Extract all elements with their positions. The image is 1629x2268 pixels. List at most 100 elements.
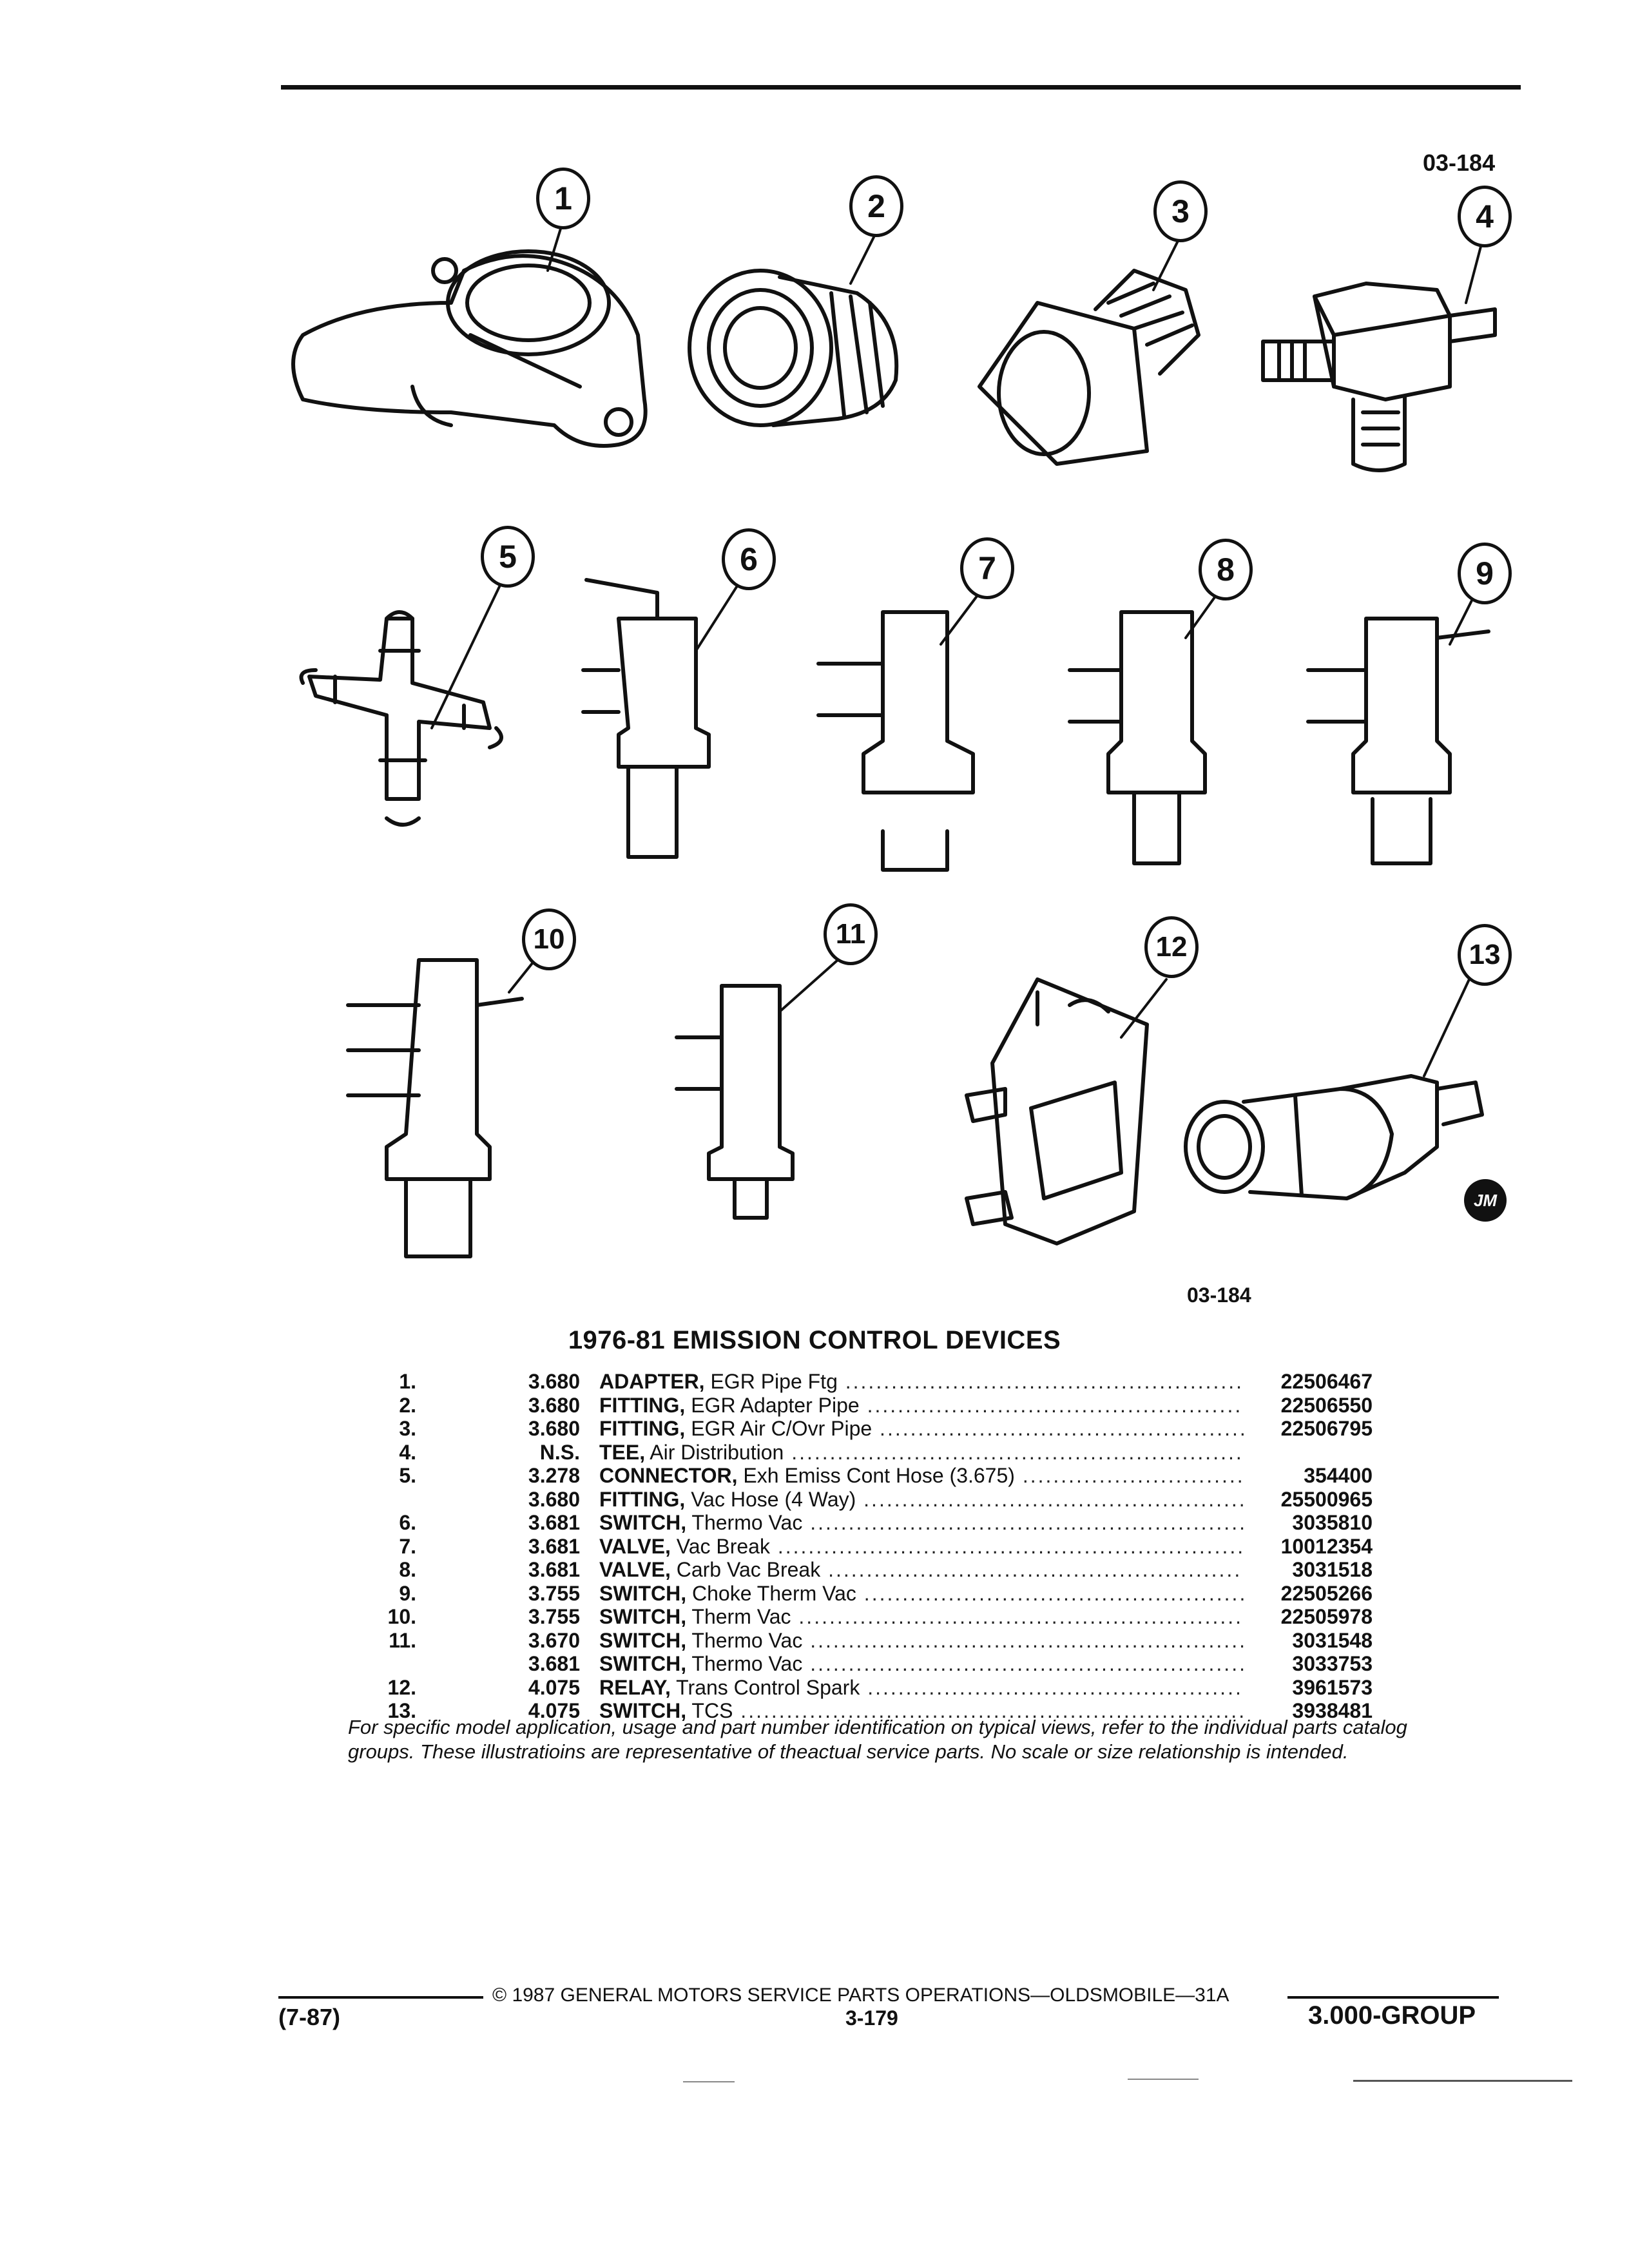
row-description: SWITCH, Thermo Vac .....................…: [599, 1652, 1244, 1675]
row-part-name: FITTING,: [599, 1487, 686, 1511]
bottom-mark-2: [1128, 2079, 1199, 2080]
row-number: 8.: [399, 1558, 416, 1581]
row-number: 2.: [399, 1393, 416, 1417]
row-number: 11.: [389, 1628, 416, 1652]
leader-dots: ........................................…: [791, 1440, 1244, 1464]
figure-code-bottom: 03-184: [1187, 1283, 1251, 1307]
row-part-number: 22506795: [1280, 1417, 1373, 1440]
usage-note: For specific model application, usage an…: [348, 1716, 1407, 1763]
part-12-relay-drawing: [965, 977, 1149, 1245]
row-part-desc: Vac Break: [676, 1534, 770, 1558]
row-part-number: 22505978: [1280, 1605, 1373, 1628]
row-group-number: 3.681: [528, 1558, 580, 1581]
leader-dots: ........................................…: [863, 1487, 1244, 1511]
row-part-name: FITTING,: [599, 1417, 686, 1440]
footer-group: 3.000-GROUP: [1308, 2001, 1476, 2030]
row-number: 6.: [399, 1511, 416, 1534]
callout-9: 9: [1458, 543, 1512, 604]
leader-dots: ........................................…: [1022, 1464, 1244, 1487]
callout-12: 12: [1144, 916, 1199, 978]
row-group-number: 3.680: [528, 1417, 580, 1440]
row-group-number: 3.680: [528, 1393, 580, 1417]
row-description: SWITCH, TCS ............................…: [599, 1699, 1244, 1722]
row-number: 12.: [387, 1675, 416, 1699]
row-part-name: SWITCH,: [599, 1581, 687, 1605]
row-part-name: CONNECTOR,: [599, 1464, 738, 1487]
callout-3: 3: [1153, 180, 1208, 242]
row-part-desc: EGR Air C/Ovr Pipe: [691, 1417, 872, 1440]
row-group-number: 3.681: [528, 1511, 580, 1534]
row-part-number: 3031548: [1292, 1628, 1373, 1652]
row-part-number: 10012354: [1280, 1534, 1373, 1558]
row-group-number: 3.680: [528, 1370, 580, 1393]
callout-leader-lines: [430, 227, 1483, 1077]
row-number: 7.: [399, 1534, 416, 1558]
callout-10: 10: [522, 908, 576, 970]
row-group-number: N.S.: [539, 1440, 580, 1464]
table-row: 3.681 SWITCH, Thermo Vac ................…: [0, 1652, 1629, 1675]
row-part-desc: Choke Therm Vac: [691, 1581, 856, 1605]
row-part-desc: Thermo Vac: [691, 1511, 803, 1534]
row-part-desc: TCS: [691, 1699, 733, 1722]
parts-6-9-switch-drawings: [581, 578, 1490, 872]
callout-7: 7: [960, 537, 1014, 599]
row-part-name: FITTING,: [599, 1393, 686, 1417]
callout-4: 4: [1458, 186, 1512, 247]
part-1-adapter-drawing: [291, 249, 648, 448]
row-part-name: SWITCH,: [599, 1652, 687, 1675]
row-number: 9.: [399, 1581, 416, 1605]
row-part-number: 3938481: [1292, 1699, 1373, 1722]
part-3-fitting-drawing: [978, 269, 1200, 466]
jm-logo: JM: [1464, 1179, 1507, 1222]
row-part-name: SWITCH,: [599, 1511, 687, 1534]
row-description: SWITCH, Choke Therm Vac ................…: [599, 1582, 1244, 1605]
row-part-desc: Carb Vac Break: [676, 1558, 821, 1581]
row-description: SWITCH, Thermo Vac .....................…: [599, 1511, 1244, 1534]
row-number: 5.: [399, 1464, 416, 1487]
row-group-number: 3.755: [528, 1605, 580, 1628]
leader-dots: ........................................…: [798, 1605, 1244, 1628]
row-part-number: 3031518: [1292, 1558, 1373, 1581]
row-part-number: 3961573: [1292, 1675, 1373, 1699]
table-row: 6. 3.681 SWITCH, Thermo Vac ..............…: [0, 1511, 1629, 1534]
part-13-switch-drawing: [1184, 1074, 1484, 1200]
row-group-number: 3.670: [528, 1628, 580, 1652]
footer-rule-left: [278, 1996, 483, 1999]
row-part-number: 3035810: [1292, 1511, 1373, 1534]
row-description: TEE, Air Distribution ..................…: [599, 1441, 1244, 1464]
row-description: FITTING, EGR Adapter Pipe ..............…: [599, 1394, 1244, 1417]
row-group-number: 3.681: [528, 1652, 580, 1675]
callout-11: 11: [824, 903, 878, 965]
row-description: FITTING, EGR Air C/Ovr Pipe ............…: [599, 1417, 1244, 1440]
callout-13: 13: [1458, 924, 1512, 986]
bottom-mark-1: [683, 2081, 735, 2082]
callout-6: 6: [722, 528, 776, 590]
row-part-desc: Vac Hose (4 Way): [691, 1487, 856, 1511]
row-description: SWITCH, Therm Vac ......................…: [599, 1605, 1244, 1628]
row-part-number: 22505266: [1280, 1581, 1373, 1605]
row-part-number: 25500965: [1280, 1487, 1373, 1511]
row-part-desc: Therm Vac: [691, 1605, 791, 1628]
row-part-number: 3033753: [1292, 1652, 1373, 1675]
table-title: 1976-81 EMISSION CONTROL DEVICES: [568, 1326, 1061, 1354]
row-description: FITTING, Vac Hose (4 Way) ..............…: [599, 1488, 1244, 1511]
leader-dots: ........................................…: [810, 1628, 1244, 1652]
row-part-name: VALVE,: [599, 1534, 671, 1558]
row-number: 10.: [387, 1605, 416, 1628]
leader-dots: ........................................…: [863, 1581, 1244, 1605]
row-description: ADAPTER, EGR Pipe Ftg ..................…: [599, 1370, 1244, 1393]
row-number: 4.: [399, 1440, 416, 1464]
leader-dots: ........................................…: [828, 1558, 1244, 1581]
callout-2: 2: [849, 175, 903, 237]
leader-dots: ........................................…: [740, 1699, 1244, 1722]
leader-dots: ........................................…: [810, 1652, 1244, 1675]
part-4-tee-drawing: [1261, 282, 1497, 472]
leader-dots: ........................................…: [867, 1393, 1244, 1417]
callout-8: 8: [1199, 539, 1253, 601]
row-part-name: ADAPTER,: [599, 1370, 705, 1393]
row-part-number: 22506550: [1280, 1393, 1373, 1417]
